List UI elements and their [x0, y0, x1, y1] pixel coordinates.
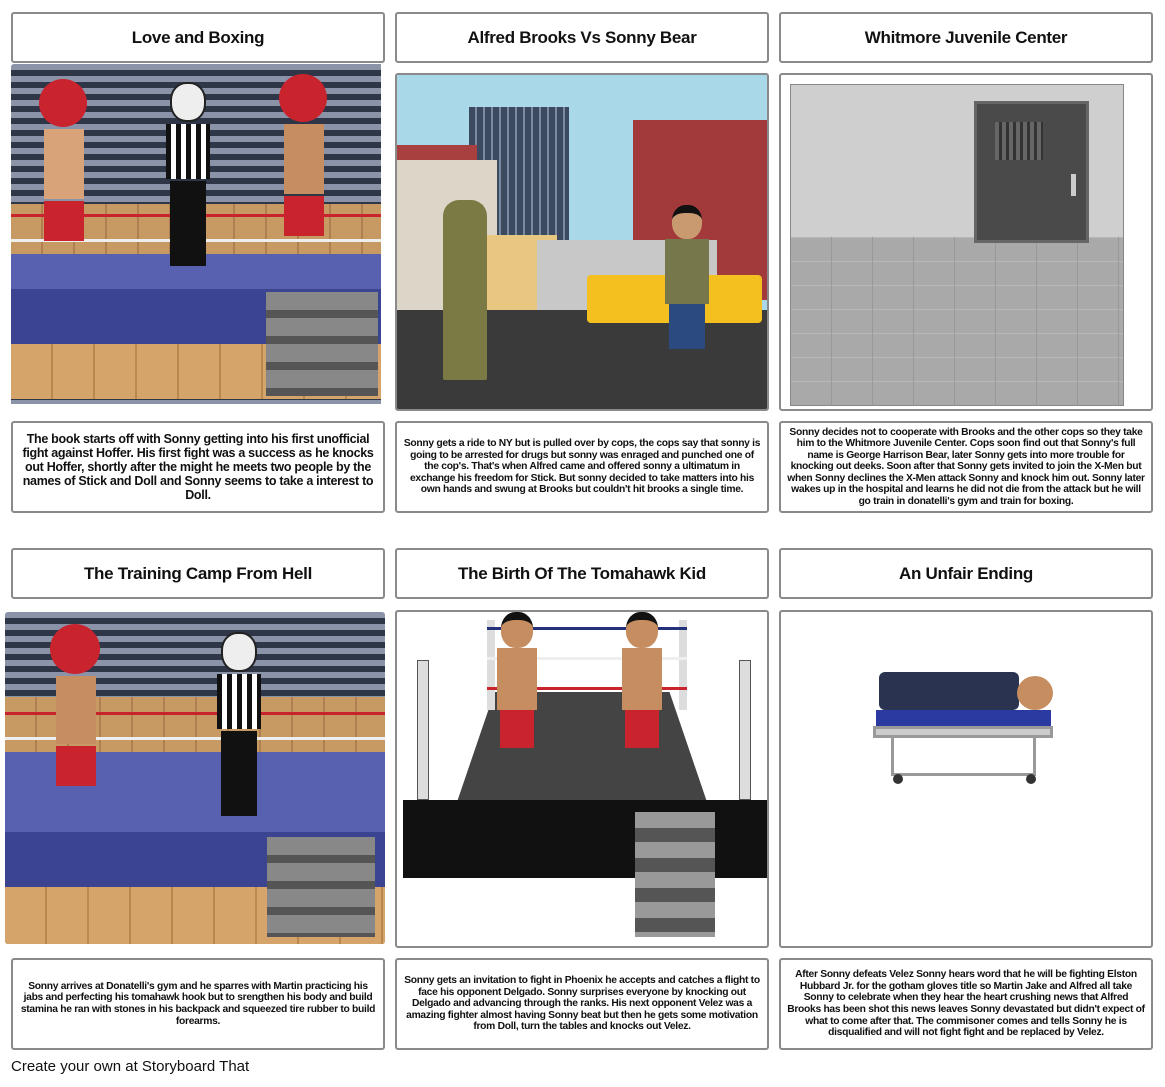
panel-6-text: After Sonny defeats Velez Sonny hears wo…	[787, 969, 1145, 1039]
panel-3-text: Sonny decides not to cooperate with Broo…	[787, 426, 1145, 507]
boxer-figure	[50, 624, 102, 819]
sonny-figure	[665, 205, 709, 380]
panel-4-image-boxing-ring	[5, 612, 385, 944]
panel-3-title: Whitmore Juvenile Center	[864, 27, 1068, 47]
panel-5-description: Sonny gets an invitation to fight in Pho…	[395, 958, 769, 1050]
panel-title: Love and Boxing	[11, 12, 385, 63]
panel-1-description: The book starts off with Sonny getting i…	[11, 421, 385, 513]
panel-title: The Training Camp From Hell	[11, 548, 385, 599]
panel-2-image-city-street	[395, 73, 769, 411]
panel-5-text: Sonny gets an invitation to fight in Pho…	[404, 975, 760, 1033]
panel-1-image-boxing-ring	[11, 64, 385, 410]
panel-3-image-juvenile-center	[779, 73, 1153, 411]
boxer-figure	[39, 79, 89, 274]
panel-5-title: The Birth Of The Tomahawk Kid	[458, 563, 706, 583]
panel-title: Whitmore Juvenile Center	[779, 12, 1153, 63]
panel-title: Alfred Brooks Vs Sonny Bear	[395, 12, 769, 63]
referee-figure	[212, 632, 266, 822]
panel-2-description: Sonny gets a ride to NY but is pulled ov…	[395, 421, 769, 513]
storyboard-footer-link[interactable]: Create your own at Storyboard That	[11, 1058, 250, 1075]
panel-6-title: An Unfair Ending	[898, 563, 1034, 583]
panel-title: An Unfair Ending	[779, 548, 1153, 599]
panel-6-image-stretcher	[779, 610, 1153, 948]
panel-1-title: Love and Boxing	[131, 27, 265, 47]
person-lying	[879, 672, 1019, 710]
panel-6-description: After Sonny defeats Velez Sonny hears wo…	[779, 958, 1153, 1050]
panel-5-image-black-ring	[395, 610, 769, 948]
boxer-figure	[497, 612, 537, 787]
boxer-figure	[279, 74, 329, 269]
soldier-figure	[443, 200, 487, 380]
boxer-figure	[622, 612, 662, 787]
panel-title: The Birth Of The Tomahawk Kid	[395, 548, 769, 599]
panel-4-title: The Training Camp From Hell	[83, 563, 313, 583]
panel-4-description: Sonny arrives at Donatelli's gym and he …	[11, 958, 385, 1050]
panel-2-title: Alfred Brooks Vs Sonny Bear	[467, 27, 697, 47]
panel-1-text: The book starts off with Sonny getting i…	[22, 432, 374, 502]
door	[974, 101, 1089, 243]
referee-figure	[161, 82, 215, 272]
panel-3-description: Sonny decides not to cooperate with Broo…	[779, 421, 1153, 513]
panel-4-text: Sonny arrives at Donatelli's gym and he …	[20, 980, 376, 1027]
panel-2-text: Sonny gets a ride to NY but is pulled ov…	[403, 438, 761, 496]
